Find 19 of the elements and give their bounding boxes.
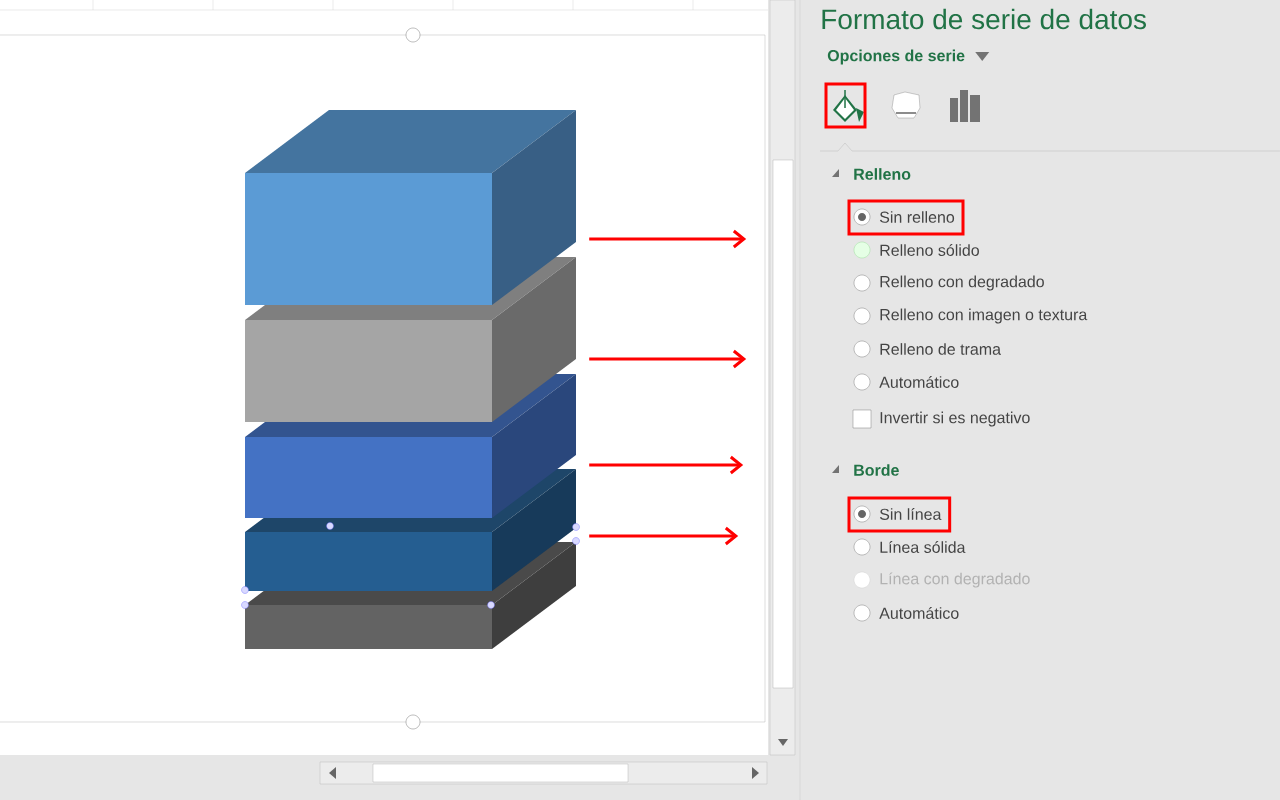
arrow	[589, 526, 739, 546]
3d-box	[245, 110, 576, 305]
section-heading: Relleno	[832, 168, 911, 180]
radio-button: Automático	[853, 604, 959, 622]
radio-button: Sin relleno	[853, 208, 955, 226]
radio-button: Línea sólida	[853, 538, 966, 556]
dropdown-button: Opciones de serie	[827, 49, 990, 65]
arrow	[589, 229, 747, 249]
radio-button: Sin línea	[853, 505, 942, 523]
radio-button: Relleno con degradado	[853, 274, 1044, 292]
radio-button: Relleno de trama	[853, 340, 1001, 358]
section-heading: Borde	[832, 464, 899, 476]
radio-button: Automático	[853, 373, 959, 391]
radio-button: Relleno sólido	[853, 241, 979, 259]
arrow	[589, 455, 744, 475]
radio-button: Relleno con imagen o textura	[853, 307, 1088, 325]
checkbox: Invertir si es negativo	[852, 409, 1030, 429]
arrow	[589, 349, 747, 369]
panel-title: Formato de serie de datos	[822, 8, 1146, 30]
